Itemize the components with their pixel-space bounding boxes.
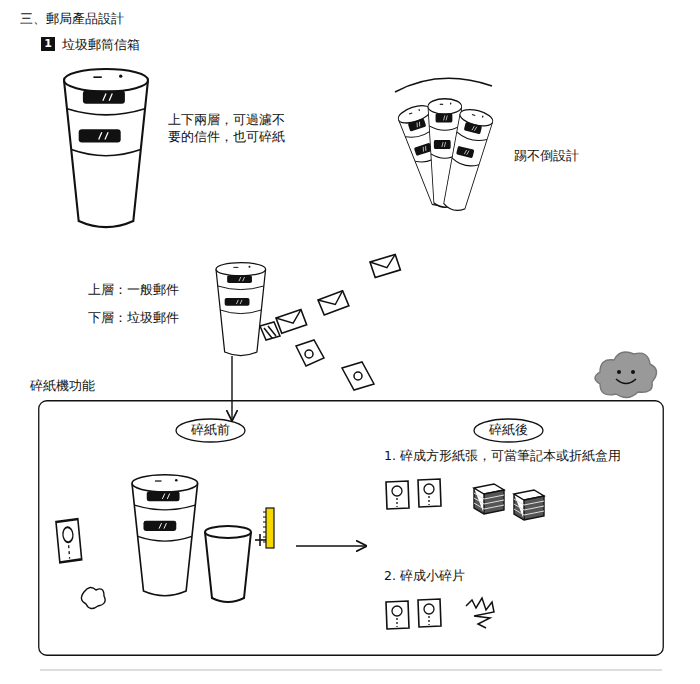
drawing-stroke — [259, 534, 261, 546]
cloud-smiley — [595, 352, 657, 398]
function-panel: 碎紙機功能1. 碎成方形紙張，可當筆記本或折紙盒用2. 碎成小碎片碎紙前碎紙後 — [38, 400, 664, 656]
motion-arc — [395, 78, 492, 92]
drawing-stroke — [631, 370, 635, 374]
ellipse-border — [176, 419, 245, 442]
page-title: 三、郵局產品設計 — [20, 10, 124, 28]
drawing-stroke — [305, 350, 313, 358]
panel-heading: 碎紙機功能 — [30, 378, 95, 395]
drawing-stroke — [342, 362, 374, 390]
drawing-stroke — [56, 519, 82, 563]
drawing-stroke — [369, 254, 401, 278]
feature-note: 上下兩層，可過濾不要的信件，也可碎紙 — [168, 112, 296, 146]
drawing-stroke — [260, 322, 280, 340]
section-number: 1 — [44, 37, 52, 52]
drawing-stroke — [296, 340, 324, 366]
down-arrow — [231, 356, 232, 420]
drawing-stroke — [216, 263, 266, 356]
drawing-stroke — [437, 107, 494, 214]
drawing-stroke — [132, 475, 198, 596]
process-arrow — [296, 545, 366, 546]
drawing-stroke — [263, 512, 266, 542]
function-panel-outline — [38, 400, 664, 656]
drawing-stroke — [317, 290, 350, 316]
drawing-stroke — [616, 379, 636, 384]
layer-label: 下層：垃圾郵件 — [88, 310, 179, 327]
number-square — [41, 37, 55, 51]
drawing-stroke — [514, 490, 544, 520]
stage-ellipse: 碎紙前 — [175, 418, 246, 443]
drawing-stroke — [418, 479, 441, 507]
waste-bin — [205, 526, 251, 602]
result-note: 2. 碎成小碎片 — [384, 568, 465, 585]
drawing-stroke — [617, 370, 621, 374]
layer-label: 上層：一般郵件 — [88, 282, 179, 299]
junk-mail — [260, 322, 374, 390]
scribble-pieces — [466, 598, 494, 628]
drawing-stroke — [275, 309, 307, 334]
drawing-stroke — [266, 508, 274, 548]
page-rule — [40, 670, 662, 671]
result-note: 1. 碎成方形紙張，可當筆記本或折紙盒用 — [384, 448, 621, 465]
drawing-stroke — [205, 526, 251, 538]
node-text: 碎紙後 — [489, 422, 528, 439]
drawing-stroke — [205, 532, 251, 602]
drawing-stroke — [64, 69, 148, 227]
ellipse-border — [474, 419, 543, 442]
panel-border — [39, 401, 664, 656]
crumpled-paper — [81, 587, 105, 608]
drawing-stroke — [354, 372, 362, 380]
drawing-stroke — [386, 601, 409, 629]
drawing-stroke — [595, 352, 657, 398]
cutting-blade — [255, 508, 274, 548]
drawing-stroke — [386, 481, 409, 509]
stage-ellipse: 碎紙後 — [473, 418, 544, 443]
drawing-stroke — [474, 484, 504, 514]
section-heading: 垃圾郵筒信箱 — [62, 36, 140, 54]
feature-note: 踢不倒設計 — [514, 148, 579, 165]
drawing-stroke — [418, 599, 441, 627]
node-text: 碎紙前 — [191, 422, 230, 439]
